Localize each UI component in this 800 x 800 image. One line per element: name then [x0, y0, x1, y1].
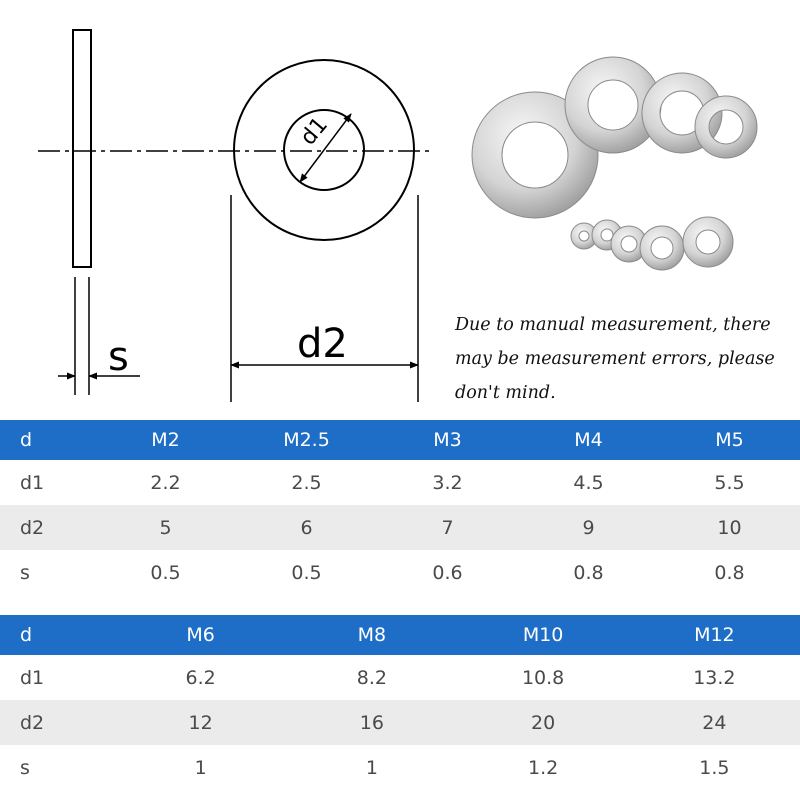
table-row: d1 6.2 8.2 10.8 13.2 [0, 655, 800, 700]
table-cell: 3.2 [432, 471, 463, 494]
table-row: d2 12 16 20 24 [0, 700, 800, 745]
row-label: d1 [20, 471, 45, 494]
table-header-row: d M6 M8 M10 M12 [0, 615, 800, 655]
header-cell: M10 [457, 615, 629, 655]
table-cell: 1.5 [699, 756, 730, 779]
row-label: s [20, 756, 30, 779]
table-cell: 1 [365, 756, 378, 779]
table-cell: 12 [115, 700, 287, 745]
label-s: s [108, 334, 129, 380]
table-cell: 0.8 [573, 561, 604, 584]
row-label: d2 [0, 505, 95, 550]
table-cell: 10.8 [521, 666, 565, 689]
table-cell: 2.2 [150, 471, 181, 494]
row-label: d1 [20, 666, 45, 689]
header-cell: M6 [115, 615, 287, 655]
table-row: s 0.5 0.5 0.6 0.8 0.8 [0, 550, 800, 595]
table-cell: 13.2 [693, 666, 736, 689]
table-cell: 5.5 [714, 471, 745, 494]
table-cell: 24 [628, 700, 800, 745]
table-cell: 1.2 [528, 756, 559, 779]
table-cell: 10 [659, 505, 800, 550]
d2-dimension [230, 195, 419, 402]
note-line-1: Due to manual measurement, there [455, 315, 771, 335]
washers-product-photo [471, 56, 758, 271]
table-cell: 1 [194, 756, 207, 779]
header-cell: M3 [377, 420, 518, 460]
table-header-row: d M2 M2.5 M3 M4 M5 [0, 420, 800, 460]
spec-table-large: d M6 M8 M10 M12 d1 6.2 8.2 10.8 13.2 d2 … [0, 615, 800, 790]
table-cell: 7 [377, 505, 518, 550]
table-row: d2 5 6 7 9 10 [0, 505, 800, 550]
header-cell: M12 [628, 615, 800, 655]
table-cell: 2.5 [291, 471, 322, 494]
header-cell: M2.5 [236, 420, 377, 460]
washer-side-view [58, 29, 140, 395]
table-cell: 0.8 [714, 561, 745, 584]
header-label: d [0, 420, 95, 460]
table-row: s 1 1 1.2 1.5 [0, 745, 800, 790]
table-cell: 0.5 [291, 561, 322, 584]
row-label: d2 [0, 700, 115, 745]
table-cell: 16 [286, 700, 458, 745]
table-cell: 8.2 [356, 666, 387, 689]
table-cell: 9 [518, 505, 659, 550]
row-label: s [20, 561, 30, 584]
table-cell: 0.6 [432, 561, 463, 584]
washer-front-view [233, 59, 415, 241]
table-cell: 4.5 [573, 471, 604, 494]
table-cell: 6 [236, 505, 377, 550]
table-cell: 0.5 [150, 561, 181, 584]
note-line-2: may be measurement errors, please [455, 349, 775, 369]
table-row: d1 2.2 2.5 3.2 4.5 5.5 [0, 460, 800, 505]
table-cell: 5 [95, 505, 236, 550]
header-cell: M4 [518, 420, 659, 460]
washer-dimension-diagram: s d1 d2 [38, 29, 758, 402]
measurement-note: Due to manual measurement, there may be … [455, 308, 795, 410]
label-d2: d2 [297, 321, 348, 367]
header-cell: M5 [659, 420, 800, 460]
table-cell: 20 [457, 700, 629, 745]
table-cell: 6.2 [185, 666, 216, 689]
header-label: d [0, 615, 115, 655]
header-cell: M2 [95, 420, 236, 460]
header-cell: M8 [286, 615, 458, 655]
spec-table-small: d M2 M2.5 M3 M4 M5 d1 2.2 2.5 3.2 4.5 5.… [0, 420, 800, 595]
note-line-3: don't mind. [455, 383, 556, 403]
